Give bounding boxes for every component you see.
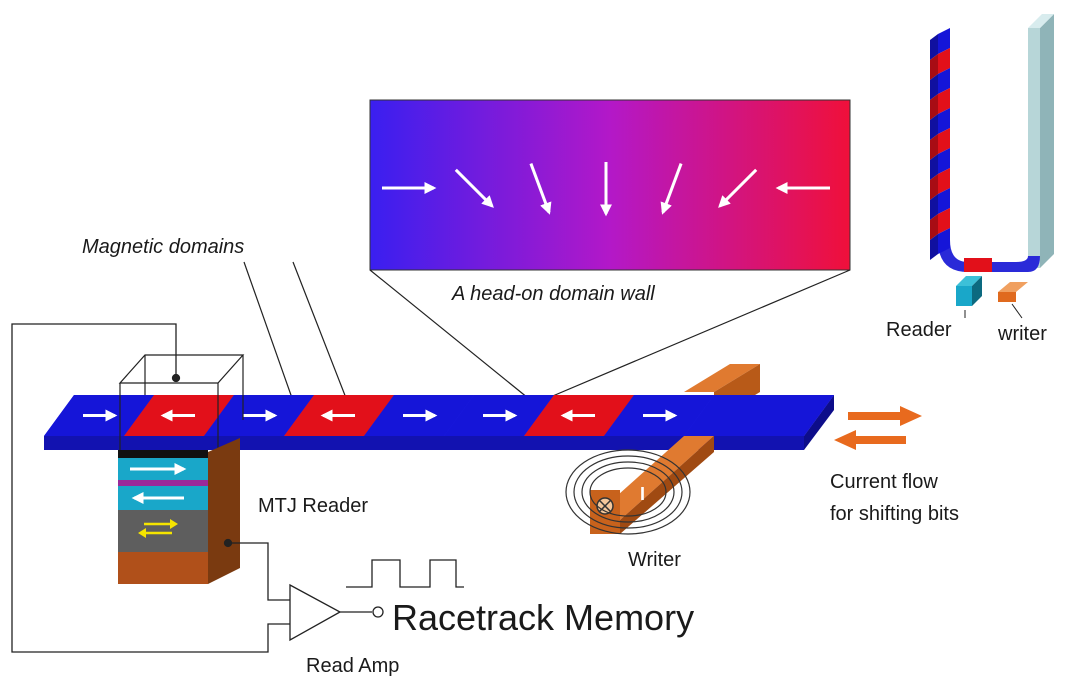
u-track-domain [938, 208, 950, 234]
mtj-layer-pinned [118, 510, 208, 552]
mtj-pinned-arrows [138, 528, 146, 538]
wall-spin-arrow [660, 163, 683, 215]
writer-label: Writer [628, 549, 681, 571]
current-flow-label-2: for shifting bits [830, 503, 959, 525]
mtj-barrier [118, 480, 208, 486]
wall-spin-arrow [529, 163, 552, 215]
u-track-domain-face [930, 214, 938, 240]
mtj-wireframe [118, 354, 245, 450]
current-flow-label-1: Current flow [830, 471, 938, 493]
u-track-domain [938, 28, 950, 54]
u-track-domain-face [930, 114, 938, 140]
track-side [804, 395, 834, 450]
inset-reader-label: Reader [886, 319, 952, 341]
u-track-domain-face [930, 54, 938, 80]
u-track-domain-face [930, 154, 938, 180]
read-circuit [11, 323, 464, 653]
u-track-domain [938, 228, 950, 254]
current-left-arrow [834, 430, 906, 450]
diagram-title: Racetrack Memory [392, 597, 694, 638]
u-track-domain-face [930, 134, 938, 160]
zoom-line-right [547, 269, 851, 399]
read-amp-label: Read Amp [306, 655, 399, 677]
u-track-domain [938, 188, 950, 214]
u-track-domain [938, 168, 950, 194]
mtj-contact-top [118, 450, 208, 458]
pointer-line-1 [243, 261, 293, 399]
u-track-domain [938, 148, 950, 174]
wall-spin-arrow [718, 168, 758, 208]
writer: I [565, 436, 714, 535]
current-flow-arrows [834, 406, 922, 450]
inset-writer-block [998, 292, 1016, 302]
u-track-domain-face [930, 234, 938, 260]
u-track-domain-face [930, 34, 938, 60]
magnetic-domains-label: Magnetic domains [82, 236, 244, 258]
mtj-side [208, 438, 240, 584]
u-track-domain-face [930, 194, 938, 220]
track-domains [44, 395, 834, 436]
writer-side [620, 436, 714, 534]
u-track-domain [938, 128, 950, 154]
wire-top [11, 323, 290, 653]
current-symbol: I [640, 484, 645, 504]
current-right-arrow [848, 406, 922, 426]
u-track-domain [938, 68, 950, 94]
coil-icon [565, 449, 691, 535]
mtj-reader-stack [118, 438, 240, 584]
u-track-domain-face [930, 174, 938, 200]
inset-writer-label: writer [997, 323, 1047, 345]
pointer-line-2 [292, 261, 347, 399]
mtj-substrate [118, 552, 208, 584]
wall-spin-arrows [382, 162, 830, 217]
output-waveform [346, 559, 464, 588]
u-track-domain [938, 48, 950, 74]
wall-spin-arrow [454, 168, 494, 208]
u-track-domains [930, 28, 950, 260]
inset-reader-block [956, 286, 972, 306]
mtj-reader-label: MTJ Reader [258, 495, 368, 517]
head-on-wall-label: A head-on domain wall [451, 283, 655, 305]
writer-top [590, 436, 714, 520]
racetrack [44, 395, 834, 450]
output-node [372, 606, 384, 618]
u-track-domain [938, 88, 950, 114]
zoom-line-left [369, 269, 529, 399]
u-track-inset [930, 14, 1054, 306]
u-track-domain [938, 108, 950, 134]
u-track-domain-face [930, 74, 938, 100]
track-domain [684, 395, 834, 436]
domain-wall-inset [369, 99, 851, 399]
wire-mtj [228, 542, 290, 601]
u-track-domain-face [930, 94, 938, 120]
read-amp-symbol [289, 583, 342, 642]
